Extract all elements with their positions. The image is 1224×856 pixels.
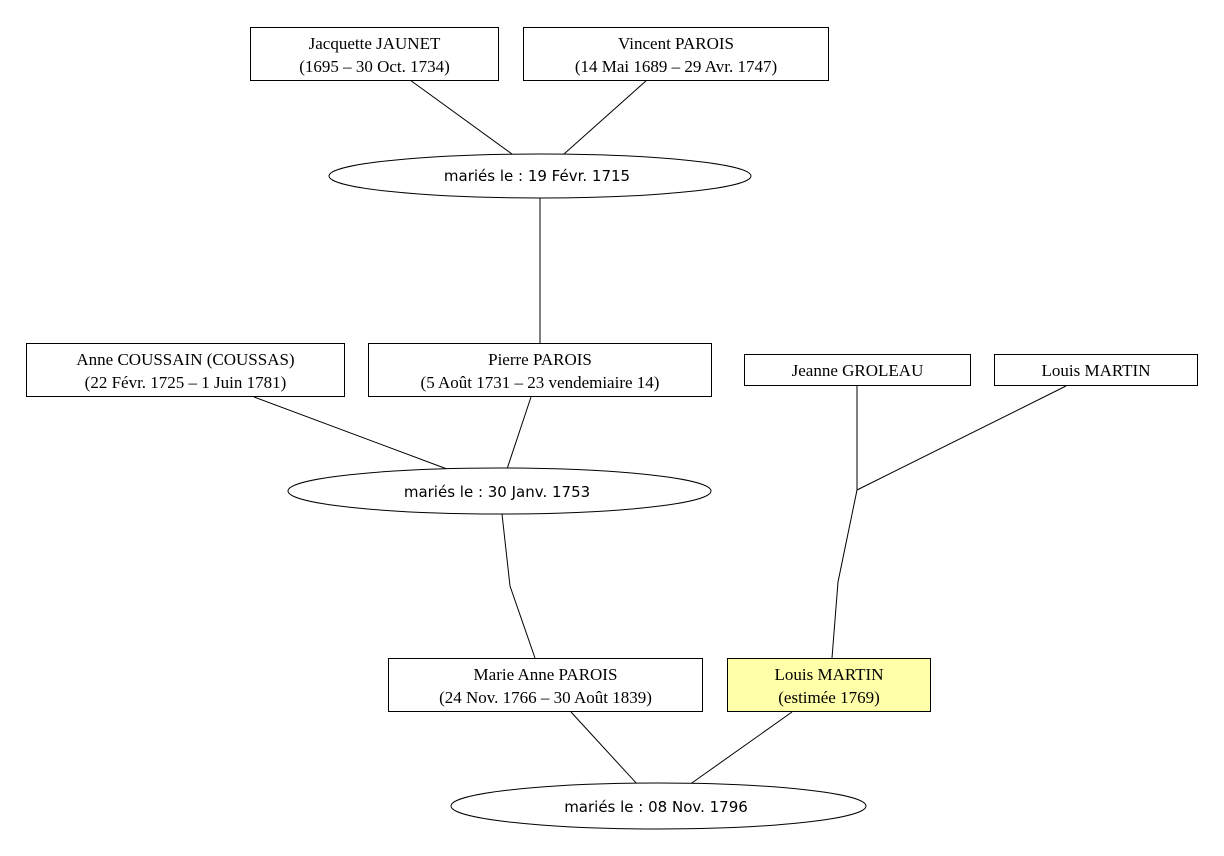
- person-name: Pierre PAROIS: [488, 350, 592, 369]
- edge-louis-father-to-union: [856, 385, 1067, 491]
- person-dates: (14 Mai 1689 – 29 Avr. 1747): [575, 57, 777, 76]
- edge-jacquette-to-marriage-1715: [409, 79, 513, 155]
- person-node-jacquette-jaunet[interactable]: Jacquette JAUNET (1695 – 30 Oct. 1734): [250, 27, 499, 81]
- person-name: Marie Anne PAROIS: [474, 665, 618, 684]
- marriage-label: mariés le : 08 Nov. 1796: [564, 798, 748, 816]
- marriage-node-1715[interactable]: mariés le : 19 Févr. 1715: [328, 153, 752, 199]
- marriage-label: mariés le : 30 Janv. 1753: [404, 483, 590, 501]
- person-node-louis-martin-father[interactable]: Louis MARTIN: [994, 354, 1198, 386]
- person-dates: (1695 – 30 Oct. 1734): [299, 57, 450, 76]
- person-dates: (24 Nov. 1766 – 30 Août 1839): [439, 688, 652, 707]
- person-node-marie-anne-parois[interactable]: Marie Anne PAROIS (24 Nov. 1766 – 30 Aoû…: [388, 658, 703, 712]
- person-dates: (22 Févr. 1725 – 1 Juin 1781): [85, 373, 287, 392]
- person-name: Jacquette JAUNET: [309, 34, 441, 53]
- person-name: Anne COUSSAIN (COUSSAS): [76, 350, 294, 369]
- person-node-vincent-parois[interactable]: Vincent PAROIS (14 Mai 1689 – 29 Avr. 17…: [523, 27, 829, 81]
- edge-louis-martin-to-marriage-1796: [688, 711, 793, 786]
- marriage-node-1796[interactable]: mariés le : 08 Nov. 1796: [450, 782, 867, 830]
- edge-pierre-to-marriage-1753: [506, 396, 532, 470]
- edge-anne-to-marriage-1753: [253, 396, 448, 470]
- person-node-pierre-parois[interactable]: Pierre PAROIS (5 Août 1731 – 23 vendemia…: [368, 343, 712, 397]
- person-name: Louis MARTIN: [1041, 361, 1150, 380]
- person-name: Vincent PAROIS: [618, 34, 734, 53]
- person-name: Louis MARTIN: [774, 665, 883, 684]
- person-name: Jeanne GROLEAU: [792, 361, 924, 380]
- edge-vincent-to-marriage-1715: [563, 79, 648, 155]
- person-node-jeanne-groleau[interactable]: Jeanne GROLEAU: [744, 354, 971, 386]
- tree-edges: [253, 79, 1067, 786]
- edge-marriage-1753-to-marie-anne: [501, 513, 536, 659]
- marriage-label: mariés le : 19 Févr. 1715: [444, 167, 630, 185]
- person-node-louis-martin[interactable]: Louis MARTIN (estimée 1769): [727, 658, 931, 712]
- edge-union-to-louis-martin: [831, 489, 858, 659]
- edge-marie-anne-to-marriage-1796: [570, 711, 639, 786]
- person-dates: (estimée 1769): [778, 688, 880, 707]
- person-node-anne-coussain[interactable]: Anne COUSSAIN (COUSSAS) (22 Févr. 1725 –…: [26, 343, 345, 397]
- person-dates: (5 Août 1731 – 23 vendemiaire 14): [421, 373, 660, 392]
- marriage-node-1753[interactable]: mariés le : 30 Janv. 1753: [287, 467, 712, 515]
